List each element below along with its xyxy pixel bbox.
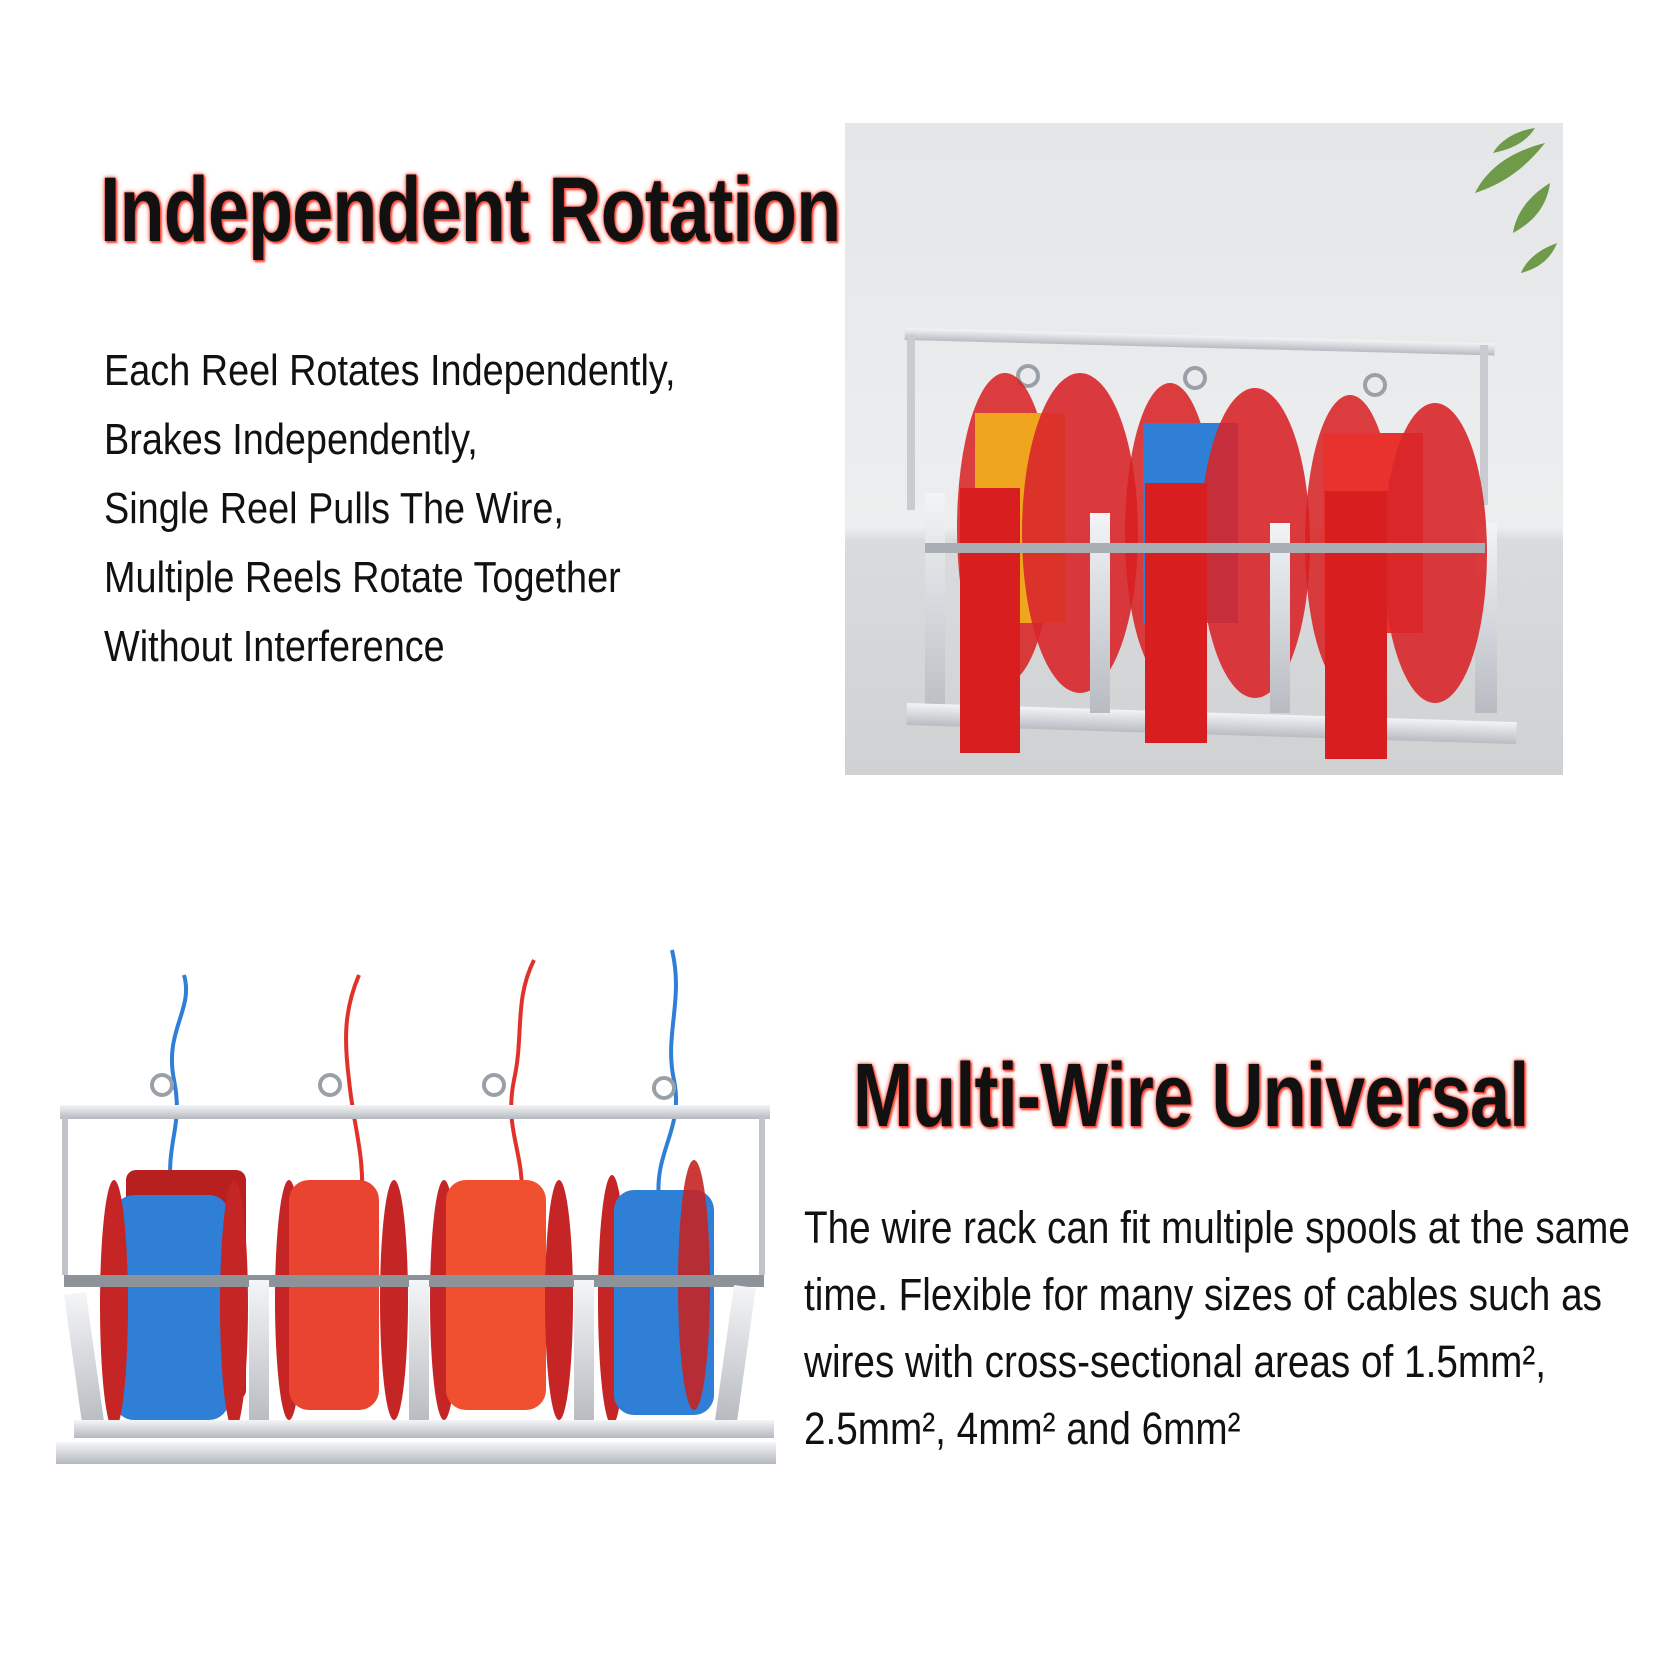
feature-line: Each Reel Rotates Independently, xyxy=(104,346,676,395)
plant-decoration xyxy=(1475,128,1557,273)
feature-line: Multiple Reels Rotate Together xyxy=(104,553,621,602)
heading-multi-wire-universal: Multi-Wire Universal xyxy=(853,1046,1529,1146)
feature-line: Single Reel Pulls The Wire, xyxy=(104,484,564,533)
multi-wire-description: The wire rack can fit multiple spools at… xyxy=(804,1202,1630,1454)
three-reel-rack-photo xyxy=(845,123,1563,775)
feature-line: Brakes Independently, xyxy=(104,415,478,464)
four-reel-rack-photo xyxy=(56,949,776,1464)
feature-line: Without Interference xyxy=(104,622,445,671)
heading-independent-rotation: Independent Rotation xyxy=(100,159,841,261)
feature-list: Each Reel Rotates Independently, Brakes … xyxy=(104,336,675,681)
